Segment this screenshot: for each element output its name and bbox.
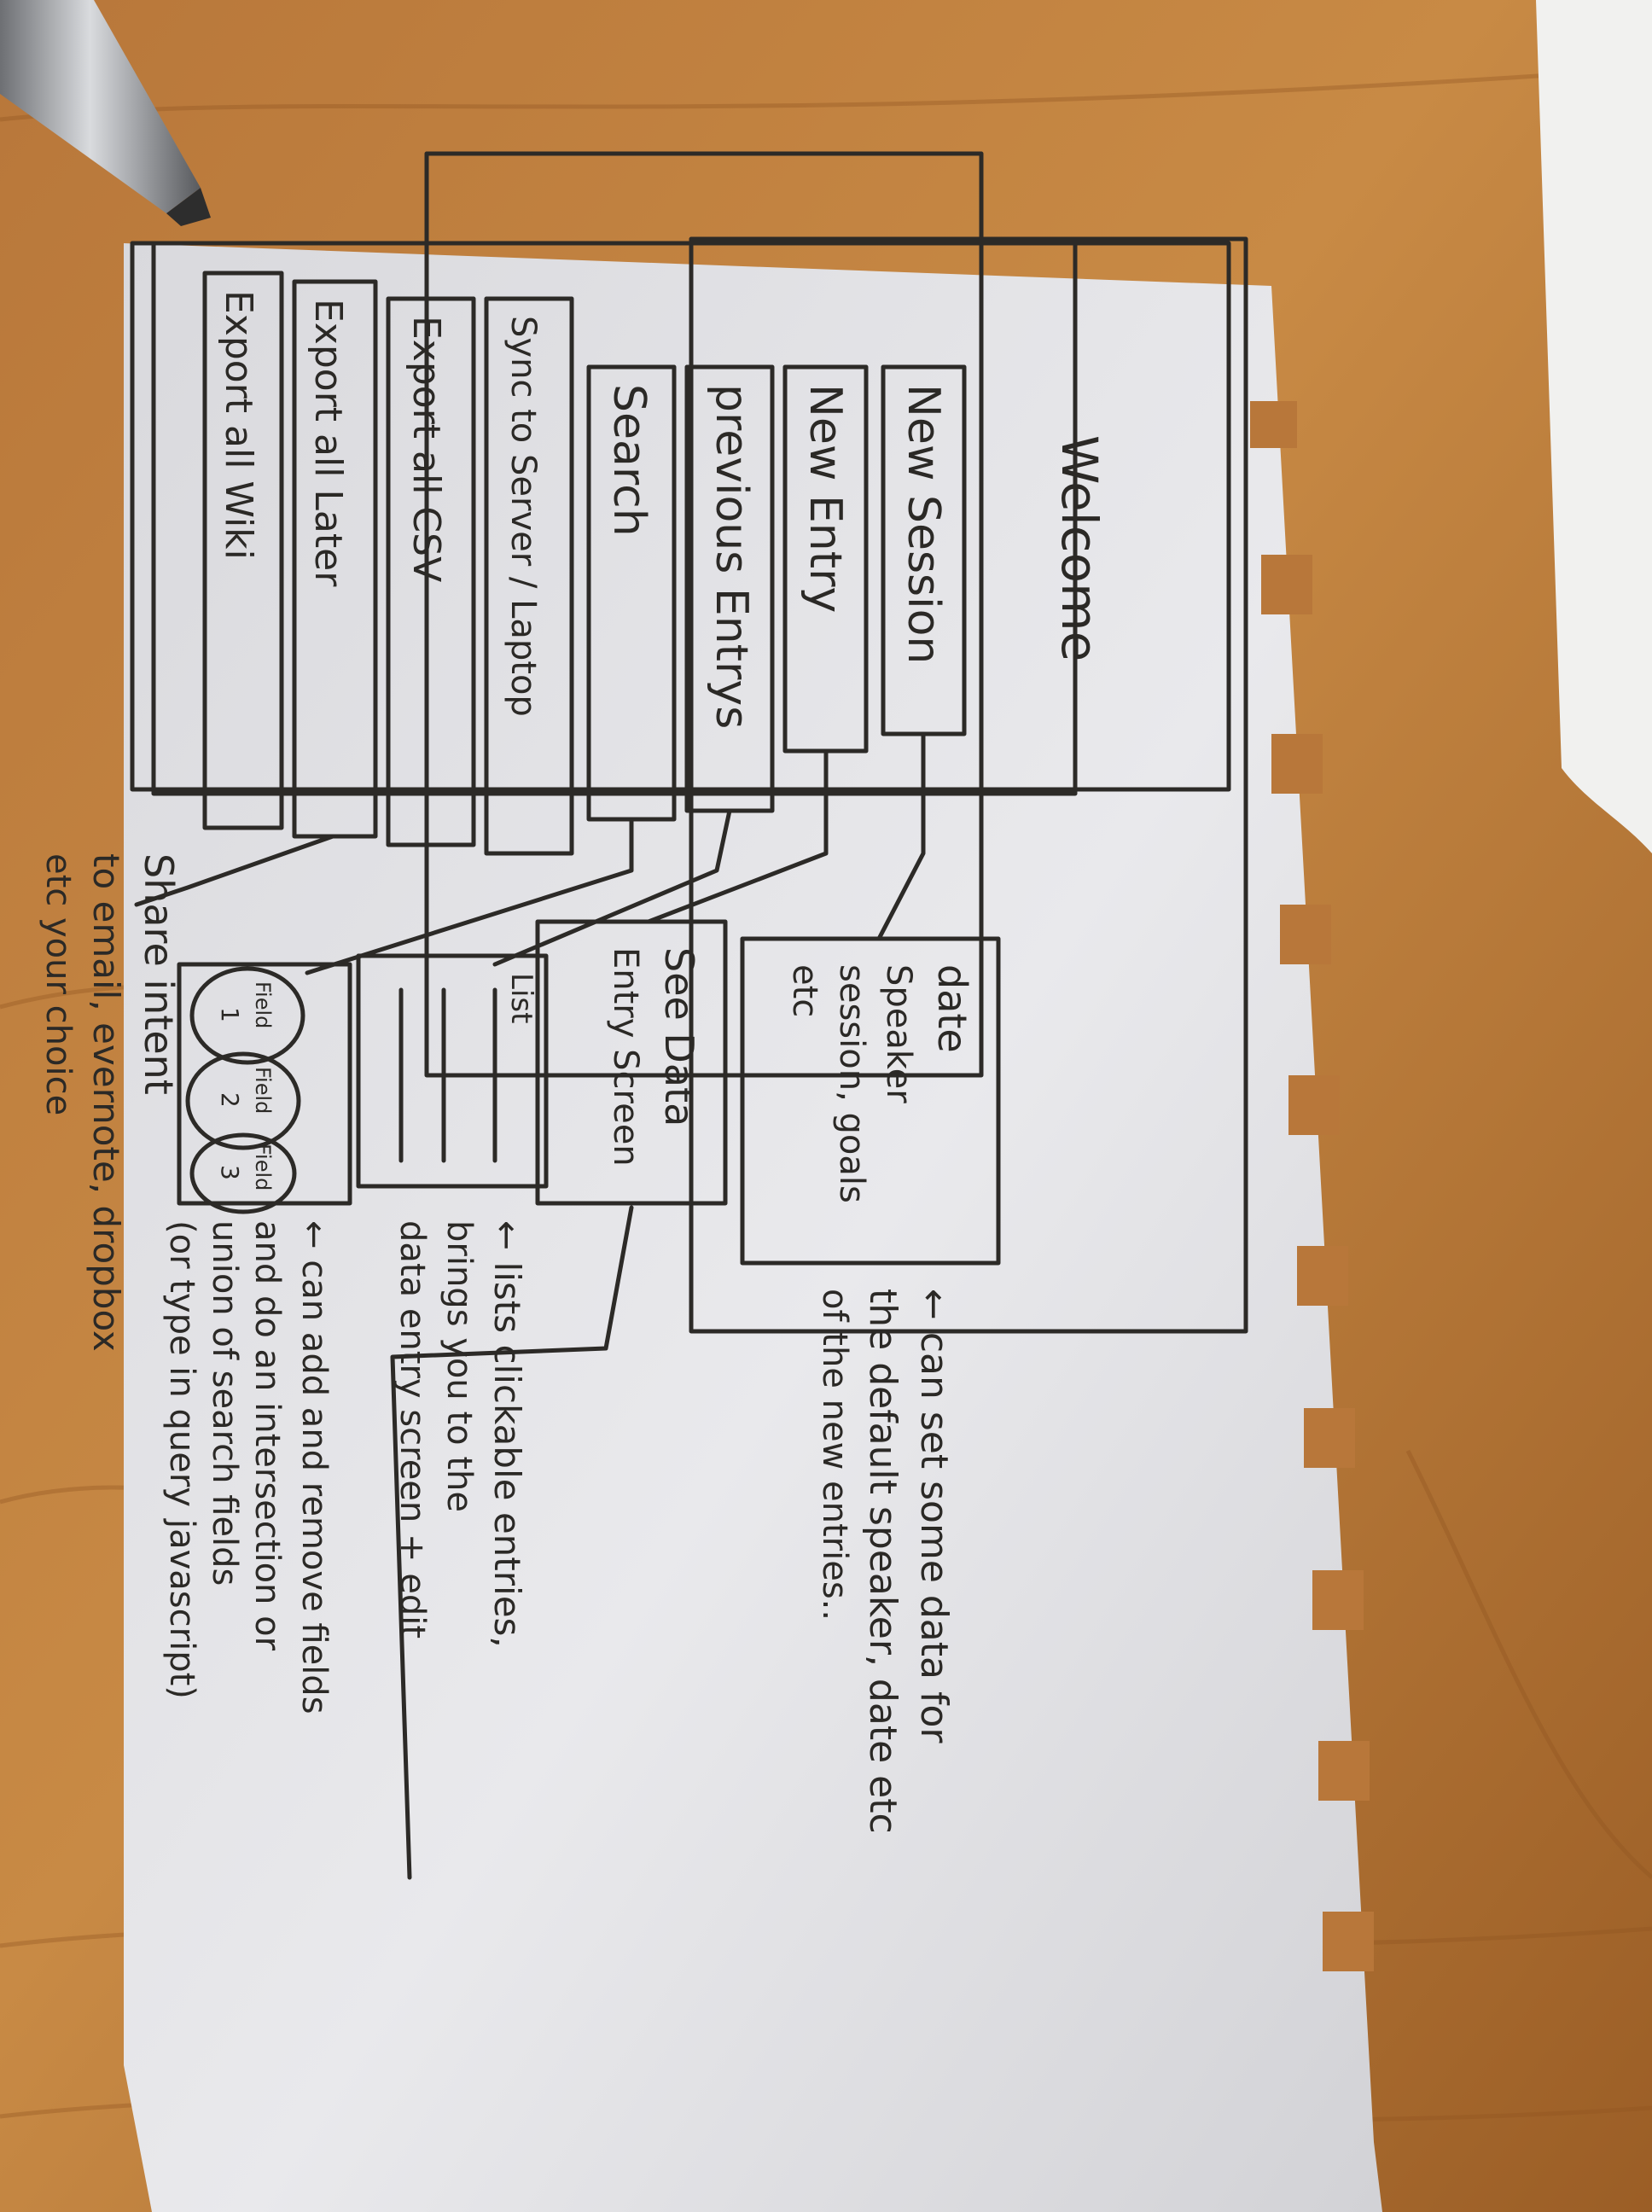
- session-note-line-3: of the new entries..: [815, 1289, 854, 1621]
- export-wiki-label: Export all Wiki: [217, 290, 260, 560]
- sync-label: Sync to Server / Laptop: [503, 316, 543, 717]
- welcome-screen-frame: [689, 236, 1248, 1334]
- app-frame: [424, 151, 984, 1078]
- field-3-label: Field: [251, 1144, 275, 1190]
- welcome-title: Welcome: [1050, 435, 1108, 661]
- search-label: Search: [603, 384, 654, 537]
- list-screen-box: [356, 953, 549, 1189]
- data-entry-box: [535, 919, 728, 1206]
- share-note-line-3: etc your choice: [38, 853, 78, 1115]
- pen: [0, 0, 211, 226]
- search-note-line-2: and do an intersection or: [247, 1220, 287, 1651]
- session-box-line-1: date: [929, 964, 975, 1053]
- field-3-number: 3: [216, 1165, 244, 1180]
- export-csv-label: Export all CSV: [404, 316, 448, 582]
- field-1-number: 1: [216, 1007, 244, 1022]
- search-note-line-5: javascript): [162, 1518, 201, 1699]
- search-fields-box: [177, 962, 352, 1206]
- field-1-circle: [189, 966, 305, 1065]
- session-box-line-3: session, goals: [832, 964, 871, 1203]
- search-note-line-3: union of search fields: [205, 1220, 244, 1586]
- list-label: List: [504, 973, 538, 1023]
- export-later-label: Export all Later: [306, 299, 350, 587]
- sync-button[interactable]: [484, 296, 574, 856]
- return-arrow: [390, 1205, 634, 1880]
- white-object-edge: [1536, 0, 1652, 853]
- search-note-line-1: ← can add and remove fields: [294, 1220, 334, 1714]
- field-2-label: Field: [251, 1067, 275, 1114]
- torn-edge: [1250, 401, 1374, 1971]
- export-wiki-button[interactable]: [202, 271, 284, 830]
- connector-entry: [646, 748, 829, 924]
- new-session-label: New Session: [898, 384, 949, 664]
- list-note-line-1: ← lists clickable entries,: [486, 1220, 528, 1648]
- session-box-line-2: Speaker: [879, 964, 918, 1103]
- new-entry-label: New Entry: [800, 384, 851, 613]
- data-entry-line-1: See Data: [656, 947, 702, 1126]
- field-2-circle: [185, 1051, 301, 1150]
- export-csv-button[interactable]: [386, 296, 476, 847]
- rotated-sketch: Welcome New Session New Entry previous E…: [38, 271, 1108, 1880]
- list-note-line-2: brings you to the: [439, 1220, 479, 1512]
- notebook-paper: [124, 243, 1382, 2212]
- connector-search: [305, 817, 634, 975]
- list-lines: [398, 987, 497, 1163]
- search-note-line-4: (or type in query: [162, 1220, 201, 1507]
- session-note-line-1: ← can set some data for: [912, 1289, 956, 1743]
- share-note-line-1: Share intent: [136, 853, 182, 1095]
- connector-share: [134, 834, 335, 907]
- previous-entries-label: previous Entrys: [706, 384, 757, 729]
- field-1-label: Field: [251, 981, 275, 1028]
- connector-previous: [492, 808, 732, 967]
- list-note-line-3: data entry screen + edit: [393, 1220, 432, 1639]
- session-note-line-2: the default speaker, date etc: [861, 1289, 905, 1834]
- field-3-circle: [189, 1132, 297, 1214]
- connector-session: [876, 731, 926, 941]
- session-box-line-4: etc: [785, 964, 824, 1017]
- data-entry-line-2: Entry Screen: [606, 947, 645, 1167]
- session-settings-box: [740, 936, 1001, 1266]
- field-2-number: 2: [216, 1092, 244, 1108]
- welcome-frame: [130, 241, 1231, 792]
- share-note-line-2: to email, evernote, dropbox: [85, 853, 127, 1352]
